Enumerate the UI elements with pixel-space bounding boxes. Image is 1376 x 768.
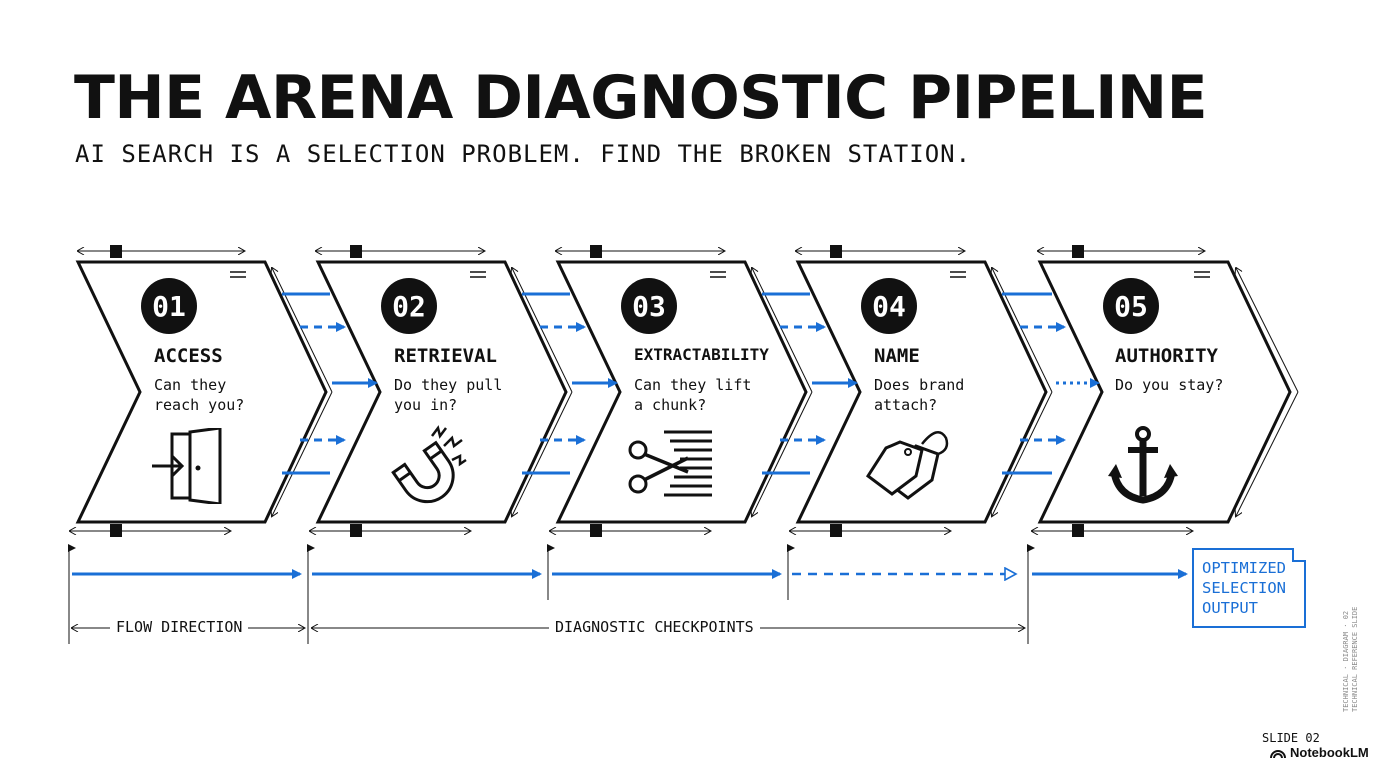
stage-number-01: 01 [141,278,197,334]
connectors-01-02 [282,292,378,475]
connectors-03-04 [762,292,858,475]
anchor-icon [1108,426,1178,504]
connectors-04-05 [1002,292,1100,475]
slide-number: SLIDE 02 [1262,731,1320,745]
diagnostic-checkpoints-label: DIAGNOSTIC CHECKPOINTS [549,618,760,636]
scissors-text-icon [628,430,712,497]
stage-question-03: Can they lift a chunk? [634,376,752,414]
stage-question-02: Do they pull you in? [394,376,503,414]
magnet-icon [391,425,467,504]
stage-question-05: Do you stay? [1115,376,1224,394]
stage-number-03: 03 [621,278,677,334]
side-technical-note: TECHNICAL · DIAGRAM · 02 TECHNICAL REFER… [1342,606,1359,712]
chevron-05 [1032,245,1299,537]
optimized-selection-output: OPTIMIZED SELECTION OUTPUT [1192,548,1306,628]
chevron-01 [70,245,333,537]
page-subtitle: AI SEARCH IS A SELECTION PROBLEM. FIND T… [75,140,972,168]
chevron-03 [550,245,813,537]
stage-number-02: 02 [381,278,437,334]
stage-question-04: Does brand attach? [874,376,965,414]
tag-icon [865,431,949,500]
corner-notch [1292,548,1306,562]
connectors-02-03 [522,292,618,475]
notebooklm-logo-icon [1270,749,1286,758]
stage-title-03: EXTRACTABILITY [634,345,769,364]
stage-title-01: ACCESS [154,345,223,367]
flow-direction-label: FLOW DIRECTION [110,618,249,636]
chevron-02 [310,245,573,537]
brand-mark: NotebookLM [1270,745,1369,760]
stage-title-04: NAME [874,345,920,367]
page-title: THE ARENA DIAGNOSTIC PIPELINE [74,63,1208,133]
stage-title-05: AUTHORITY [1115,345,1218,367]
brand-name: NotebookLM [1290,745,1369,760]
stage-number-05: 05 [1103,278,1159,334]
stage-question-01: Can they reach you? [154,376,245,414]
stage-number-04: 04 [861,278,917,334]
chevron-04 [790,245,1053,537]
stage-title-02: RETRIEVAL [394,345,497,367]
door-enter-icon [152,428,222,504]
